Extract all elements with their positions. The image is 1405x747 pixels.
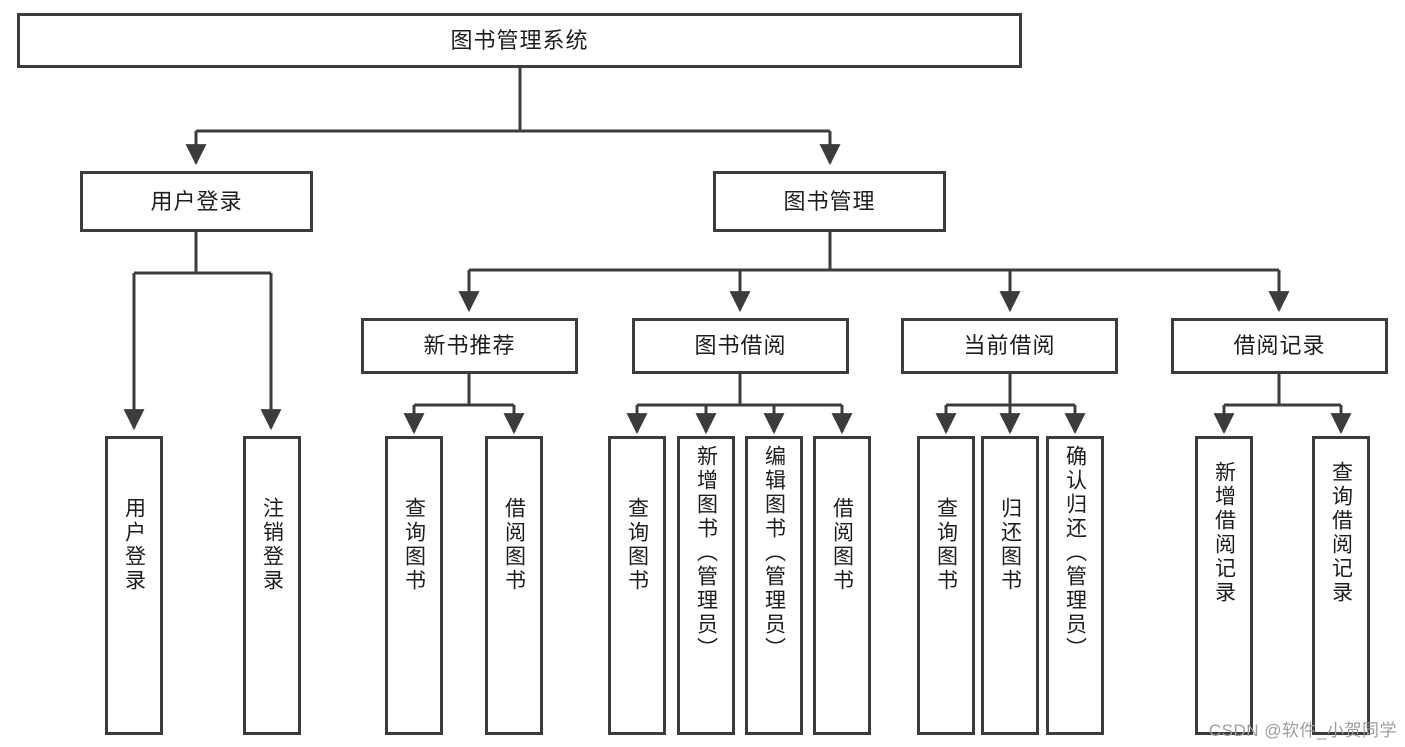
node-label: 新增借阅记录: [1212, 461, 1236, 605]
leaf-current-borrow-confirm-return-admin[interactable]: 确认归还（管理员）: [1046, 436, 1104, 735]
node-label: 新增图书（管理员）: [694, 445, 718, 661]
node-label: 查询图书: [625, 497, 649, 593]
node-label: 图书借阅: [694, 333, 787, 359]
node-current-borrow[interactable]: 当前借阅: [901, 318, 1118, 374]
node-label: 查询图书: [934, 497, 958, 593]
node-label: 用户登录: [150, 188, 243, 214]
leaf-borrow-record-query-record[interactable]: 查询借阅记录: [1312, 436, 1370, 735]
node-label: 图书管理: [783, 188, 876, 214]
leaf-current-borrow-return-books[interactable]: 归还图书: [981, 436, 1039, 735]
node-label: 注销登录: [260, 497, 284, 593]
leaf-user-login-sign-in[interactable]: 用户登录: [105, 436, 163, 735]
node-root-book-management-system[interactable]: 图书管理系统: [17, 13, 1022, 68]
csdn-watermark: CSDN @软件_小贺同学: [1208, 721, 1397, 740]
node-label: 编辑图书（管理员）: [762, 445, 786, 661]
node-label: 借阅图书: [502, 497, 526, 593]
node-borrow-record[interactable]: 借阅记录: [1171, 318, 1388, 374]
node-label: 查询图书: [402, 497, 426, 593]
node-book-borrow[interactable]: 图书借阅: [632, 318, 849, 374]
node-label: 归还图书: [998, 497, 1022, 593]
node-user-login[interactable]: 用户登录: [80, 171, 313, 232]
leaf-user-login-sign-out[interactable]: 注销登录: [243, 436, 301, 735]
leaf-new-book-borrow-books[interactable]: 借阅图书: [485, 436, 543, 735]
node-book-management[interactable]: 图书管理: [713, 171, 946, 232]
node-new-book-recommend[interactable]: 新书推荐: [361, 318, 578, 374]
node-label: 用户登录: [122, 497, 146, 593]
node-label: 借阅记录: [1233, 333, 1326, 359]
leaf-borrow-record-add-record[interactable]: 新增借阅记录: [1195, 436, 1253, 735]
node-label: 图书管理系统: [450, 27, 589, 53]
leaf-book-borrow-borrow-books[interactable]: 借阅图书: [813, 436, 871, 735]
node-label: 借阅图书: [830, 497, 854, 593]
leaf-book-borrow-edit-book-admin[interactable]: 编辑图书（管理员）: [745, 436, 803, 735]
node-label: 查询借阅记录: [1329, 461, 1353, 605]
leaf-current-borrow-query-books[interactable]: 查询图书: [917, 436, 975, 735]
node-label: 确认归还（管理员）: [1063, 445, 1087, 661]
node-label: 当前借阅: [963, 333, 1056, 359]
leaf-book-borrow-add-book-admin[interactable]: 新增图书（管理员）: [677, 436, 735, 735]
leaf-book-borrow-query-books[interactable]: 查询图书: [608, 436, 666, 735]
leaf-new-book-query-books[interactable]: 查询图书: [385, 436, 443, 735]
node-label: 新书推荐: [423, 333, 516, 359]
